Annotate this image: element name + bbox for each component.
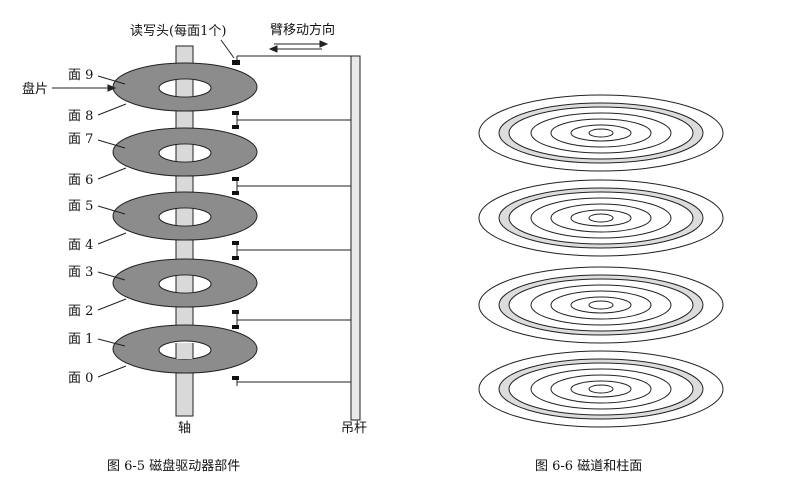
- surface-label-3: 面 3: [68, 265, 93, 280]
- surface-label-7: 面 7: [68, 132, 93, 147]
- arm-direction-label: 臂移动方向: [270, 22, 335, 38]
- track-platter-2: [478, 179, 724, 257]
- track-platter-4: [478, 350, 724, 428]
- platter-2: [112, 258, 258, 308]
- head-2: [232, 310, 239, 314]
- head-8: [232, 111, 239, 115]
- platter-1: [112, 324, 258, 374]
- head-6: [232, 177, 239, 181]
- track-platter-3: [478, 266, 724, 344]
- platter-label: 盘片: [22, 81, 48, 97]
- head-label: 读写头(每面1个): [130, 23, 226, 39]
- head-3: [232, 256, 239, 260]
- disk-drive-figure: 读写头(每面1个) 臂移动方向 盘片 面 9 面 8 面 7 面 6 面 5: [22, 22, 367, 474]
- figure-caption-right: 图 6-6 磁道和柱面: [535, 459, 642, 474]
- figure-caption-left: 图 6-5 磁盘驱动器部件: [107, 458, 240, 474]
- surface-label-5: 面 5: [68, 199, 93, 214]
- platter-5: [112, 62, 258, 112]
- head-1: [232, 325, 239, 329]
- platter-arrow: [52, 84, 117, 92]
- platter-3: [112, 191, 258, 241]
- head-4: [232, 241, 239, 245]
- tracks-cylinders-figure: [478, 94, 724, 428]
- surface-label-4: 面 4: [68, 238, 93, 253]
- rod-label: 吊杆: [341, 421, 367, 436]
- surface-label-0: 面 0: [68, 371, 93, 386]
- head-5: [232, 191, 239, 195]
- head-9: [232, 60, 240, 65]
- rod: [350, 55, 361, 421]
- surface-label-6: 面 6: [68, 173, 93, 188]
- platter-stack: [112, 62, 258, 374]
- surface-label-9: 面 9: [68, 68, 93, 83]
- surface-label-1: 面 1: [68, 332, 93, 347]
- spindle-label: 轴: [178, 421, 191, 436]
- head-0: [232, 376, 239, 380]
- track-platter-1: [478, 94, 724, 172]
- arm-direction-arrows: [268, 40, 329, 53]
- surface-label-8: 面 8: [68, 109, 93, 124]
- platter-4: [112, 127, 258, 177]
- read-write-heads: [232, 60, 240, 380]
- surface-labels: 面 9 面 8 面 7 面 6 面 5 面 4 面 3 面 2 面 1 面 0: [68, 68, 127, 386]
- surface-label-2: 面 2: [68, 304, 93, 319]
- head-7: [232, 125, 239, 129]
